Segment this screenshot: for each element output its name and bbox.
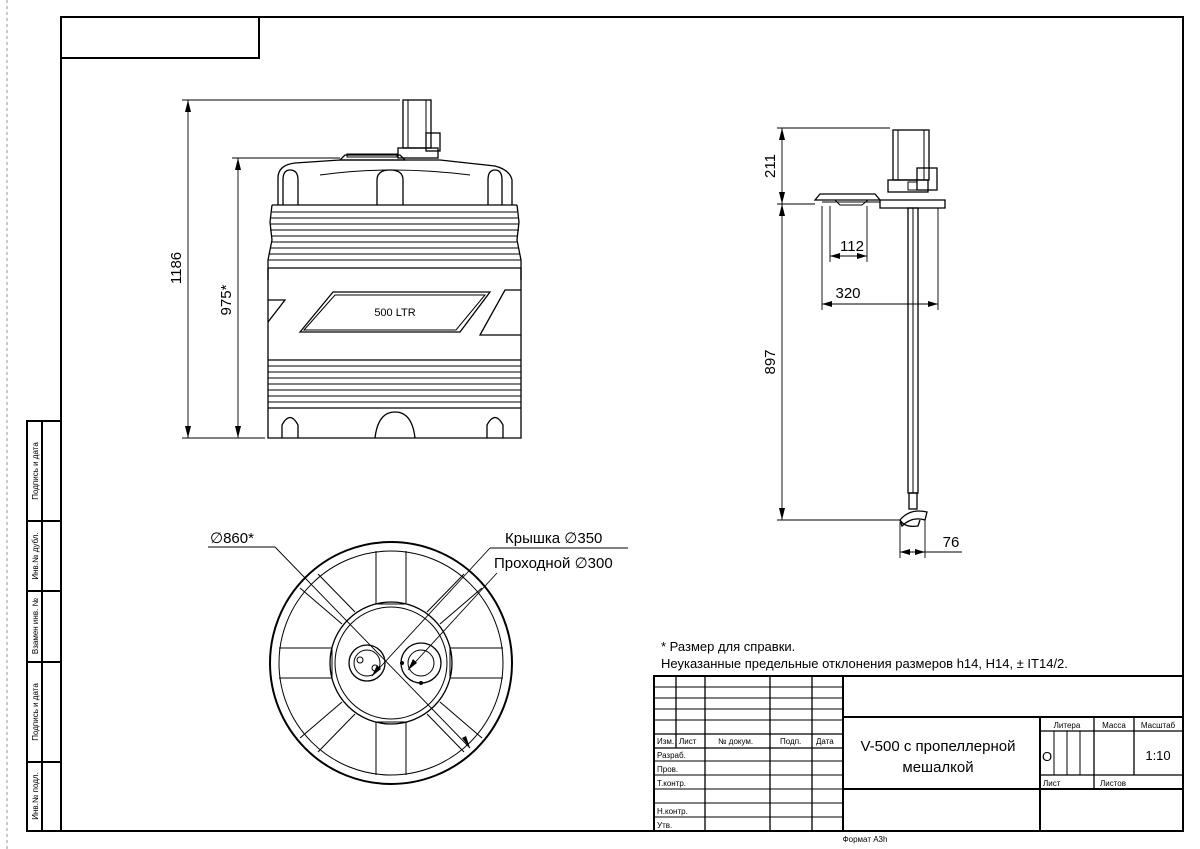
scale-header: Масштаб	[1141, 721, 1176, 730]
dim-propeller: 76	[943, 534, 960, 551]
side-stamp-1: Подпись и дата	[31, 442, 40, 500]
top-stamp-box	[61, 17, 260, 59]
drawing-frame	[60, 16, 1184, 832]
role-developer: Разраб.	[657, 751, 686, 760]
col-header-sign: Подп.	[780, 737, 801, 746]
role-tech-control: Т.контр.	[657, 779, 686, 788]
passage-label: Проходной ∅300	[494, 555, 613, 572]
note-tolerances: Неуказанные предельные отклонения размер…	[661, 656, 1068, 671]
side-stamp-column: Подпись и дата Инв.№ дубл. Взамен инв. №…	[26, 420, 62, 832]
col-header-list: Лист	[679, 737, 697, 746]
lid-label: Крышка ∅350	[505, 530, 602, 547]
notes: * Размер для справки. Неуказанные предел…	[661, 639, 1068, 671]
side-stamp-3: Взамен инв. №	[31, 597, 40, 654]
mixer-side-view: 211 897 112 320 76	[762, 127, 962, 558]
drawing-title-line1: V-500 с пропеллерной	[860, 738, 1015, 755]
col-header-doc: № докум.	[718, 737, 753, 746]
dim-body-height: 975*	[218, 284, 235, 315]
title-block: Изм. Лист № докум. Подп. Дата Разраб. Пр…	[653, 675, 1184, 832]
col-header-date: Дата	[816, 737, 834, 746]
tank-front-view: 500 LTR 1186 975*	[168, 99, 522, 439]
role-norm-control: Н.контр.	[657, 807, 688, 816]
dim-offset: 320	[835, 285, 860, 302]
col-header-izm: Изм.	[657, 737, 674, 746]
tank-top-view: ∅860* Крышка ∅350 Проходной ∅300	[208, 530, 628, 785]
litera-header: Литера	[1054, 721, 1081, 730]
note-reference: * Размер для справки.	[661, 639, 795, 654]
side-stamp-4: Подпись и дата	[31, 683, 40, 741]
role-approved: Утв.	[657, 821, 672, 830]
mass-header: Масса	[1102, 721, 1126, 730]
dim-diameter: ∅860*	[210, 530, 254, 547]
dim-flange: 112	[840, 238, 864, 255]
dim-shaft-length: 897	[762, 349, 779, 374]
sheet-label: Лист	[1043, 779, 1061, 788]
format-label: Формат А3h	[843, 835, 888, 844]
dim-motor-height: 211	[762, 154, 779, 178]
side-stamp-5: Инв.№ подл.	[31, 772, 40, 820]
side-stamp-2: Инв.№ дубл.	[31, 532, 40, 579]
tank-capacity-label: 500 LTR	[374, 307, 415, 319]
role-checker: Пров.	[657, 765, 678, 774]
litera-value: О	[1042, 749, 1052, 764]
dim-total-height: 1186	[168, 252, 185, 284]
scale-value: 1:10	[1145, 748, 1170, 763]
sheets-label: Листов	[1100, 779, 1126, 788]
drawing-title-line2: мешалкой	[902, 759, 973, 776]
